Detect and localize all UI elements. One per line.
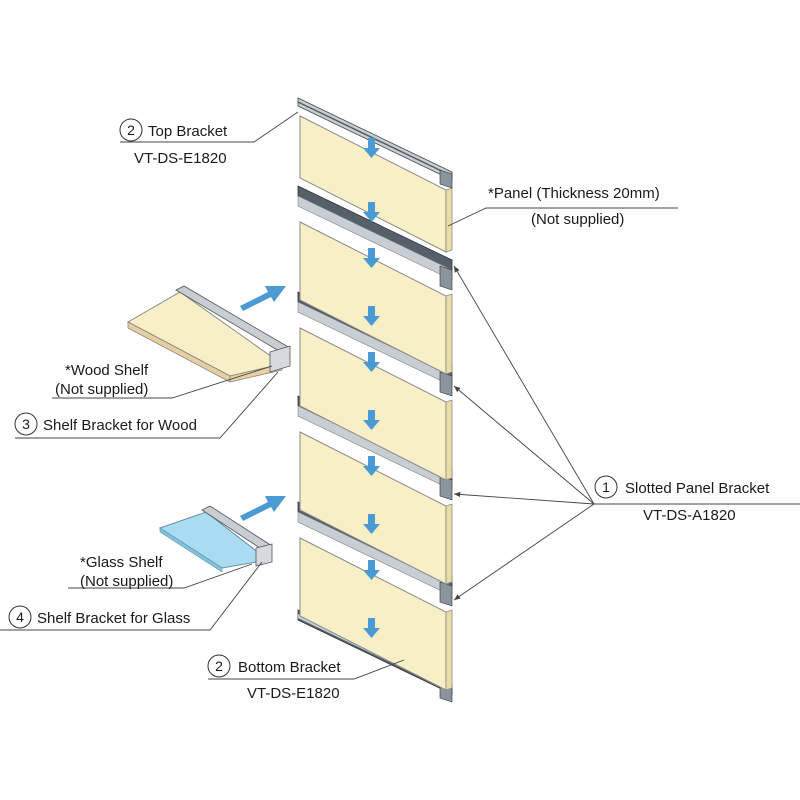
shelf-bracket-wood-name: Shelf Bracket for Wood [43, 417, 197, 434]
down-arrow-icon [363, 618, 380, 638]
down-arrow-icon [363, 352, 380, 372]
slotted-bracket-name: Slotted Panel Bracket [625, 480, 770, 497]
panel-4 [299, 431, 453, 585]
wood-shelf-name: *Wood Shelf [65, 362, 149, 379]
callout-circles: 2 3 1 4 2 [8, 118, 618, 678]
callout-1-circle [594, 475, 618, 499]
down-arrow-icon [363, 560, 380, 580]
glass-shelf-name: *Glass Shelf [80, 554, 163, 571]
wood-shelf-arrow-icon [240, 286, 286, 311]
panel-3 [299, 327, 453, 481]
panel-2 [299, 221, 453, 375]
callout-4-number: 4 [16, 609, 24, 625]
callout-3-circle [14, 412, 38, 436]
down-arrow-icon [363, 138, 380, 158]
panel-name: *Panel (Thickness 20mm) [488, 185, 660, 202]
callout-1-number: 1 [602, 479, 610, 495]
down-arrow-icon [363, 456, 380, 476]
down-arrow-icon [363, 410, 380, 430]
callout-2-top-number: 2 [127, 122, 135, 138]
down-arrow-icon [363, 248, 380, 268]
callout-3-number: 3 [22, 416, 30, 432]
panel-note: (Not supplied) [531, 211, 624, 228]
down-arrow-icon [363, 202, 380, 222]
wood-shelf-note: (Not supplied) [55, 381, 148, 398]
slotted-bracket-code: VT-DS-A1820 [643, 507, 736, 524]
bottom-bracket-code: VT-DS-E1820 [247, 685, 340, 702]
callout-2-bottom-number: 2 [215, 658, 223, 674]
shelf-bracket-glass-name: Shelf Bracket for Glass [37, 610, 190, 627]
down-arrows [363, 138, 380, 638]
bottom-bracket-name: Bottom Bracket [238, 659, 341, 676]
panel-5 [299, 537, 453, 691]
callout-2-bottom-circle [207, 654, 231, 678]
glass-shelf-note: (Not supplied) [80, 573, 173, 590]
wood-shelf-part [126, 285, 291, 383]
slotted-bracket-1 [297, 185, 453, 291]
down-arrow-icon [363, 514, 380, 534]
top-bracket-code: VT-DS-E1820 [134, 150, 227, 167]
panel-1 [299, 115, 453, 253]
glass-shelf-arrow-icon [240, 496, 286, 521]
glass-shelf-part [158, 505, 273, 573]
down-arrow-icon [363, 306, 380, 326]
callout-4-circle [8, 605, 32, 629]
leader-lines [0, 111, 800, 680]
top-bracket-name: Top Bracket [148, 123, 228, 140]
callout-2-top-circle [119, 118, 143, 142]
